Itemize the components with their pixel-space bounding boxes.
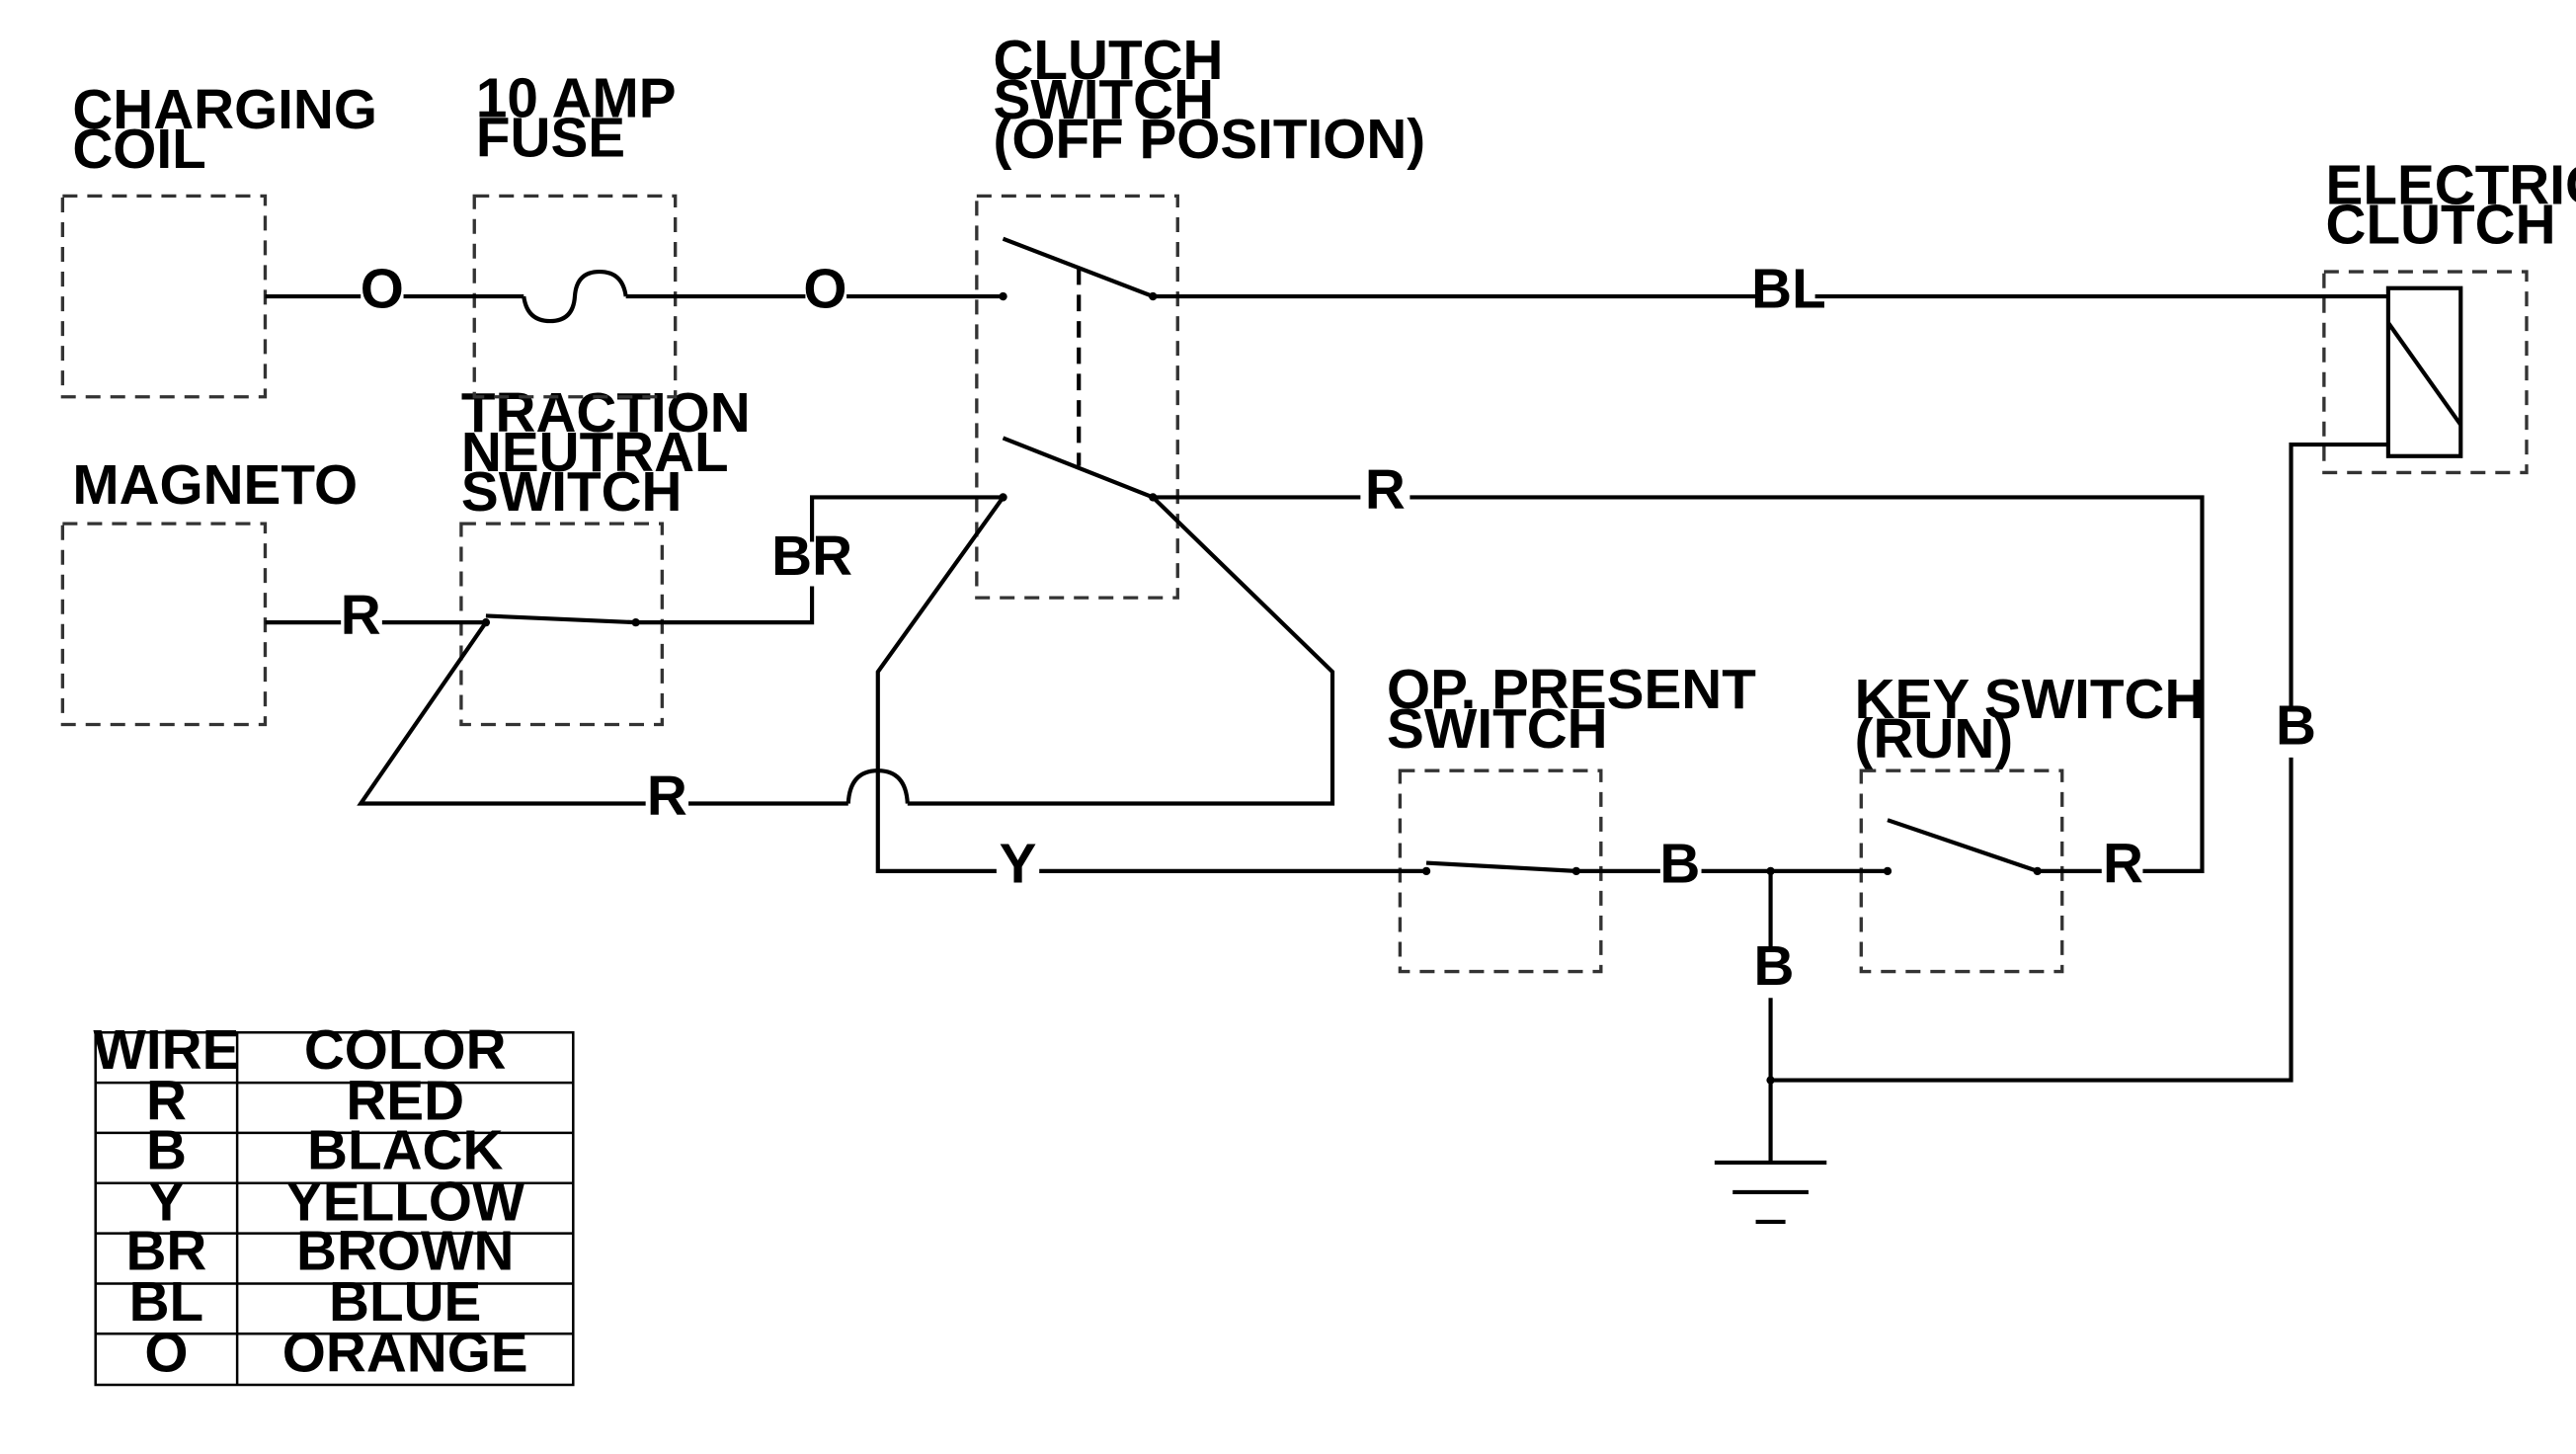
charging-coil-label: CHARGING COIL (72, 79, 377, 181)
wire-label-coil-fuse: O (361, 259, 404, 321)
svg-text:COIL: COIL (72, 119, 205, 181)
svg-text:KEY SWITCH: KEY SWITCH (1855, 669, 2206, 731)
key-switch-label: KEY SWITCH (RUN) (1855, 669, 2206, 770)
wire-label-electric-ground: B (2276, 695, 2316, 758)
wire-label-op-present-junction: B (1659, 834, 1700, 896)
wire-label-magneto-traction: R (341, 585, 381, 647)
wires (265, 236, 2463, 1225)
svg-text:FUSE: FUSE (476, 107, 625, 169)
wire-labels: O O BL R BR R R Y B B R B (341, 259, 2316, 998)
svg-text:TRACTION: TRACTION (461, 382, 751, 444)
svg-text:SWITCH: SWITCH (994, 69, 1215, 131)
wire-label-clutch-op-present: Y (1000, 834, 1037, 896)
legend-cell: BR (125, 1220, 206, 1282)
svg-text:SWITCH: SWITCH (461, 461, 683, 524)
legend-cell: O (144, 1323, 188, 1385)
legend-cell: R (146, 1071, 187, 1133)
svg-text:(OFF POSITION): (OFF POSITION) (994, 109, 1426, 171)
legend-cell: B (146, 1120, 187, 1182)
legend-cell: YELLOW (285, 1171, 525, 1233)
fuse-label: 10 AMP FUSE (476, 67, 677, 169)
svg-text:MAGNETO: MAGNETO (72, 454, 358, 517)
wire-label-clutch-key: R (1365, 459, 1406, 522)
terminal-dots (481, 291, 2042, 1085)
traction-neutral-switch-label: TRACTION NEUTRAL SWITCH (461, 382, 751, 524)
ground-icon (1714, 1160, 1827, 1225)
legend-cell: BLUE (329, 1271, 481, 1333)
legend-header-color: COLOR (304, 1019, 507, 1082)
wire-label-junction-ground: B (1753, 935, 1794, 998)
legend-cell: BROWN (296, 1220, 514, 1282)
legend-cell: BLACK (307, 1120, 503, 1182)
wire-label-clutch-electric: BL (1751, 259, 1826, 321)
charging-coil-box (60, 194, 268, 399)
svg-text:10 AMP: 10 AMP (476, 67, 677, 129)
svg-text:(RUN): (RUN) (1855, 708, 2014, 770)
wire-label-fuse-clutch: O (803, 259, 846, 321)
clutch-switch-label: CLUTCH SWITCH (OFF POSITION) (994, 30, 1426, 171)
magneto-box (60, 522, 268, 727)
wire-label-loop-bottom: R (647, 766, 687, 828)
legend-cell: ORANGE (282, 1323, 528, 1385)
svg-text:SWITCH: SWITCH (1387, 698, 1608, 761)
legend-header-wire: WIRE (93, 1019, 239, 1082)
magneto-label: MAGNETO (72, 454, 358, 517)
clutch-switch-box (975, 194, 1179, 600)
legend-cell: Y (148, 1171, 186, 1233)
legend-cell: BL (129, 1271, 204, 1333)
wire-label-traction-clutch: BR (771, 525, 852, 588)
svg-text:CHARGING: CHARGING (72, 79, 377, 141)
svg-text:NEUTRAL: NEUTRAL (461, 422, 729, 484)
svg-text:OP. PRESENT: OP. PRESENT (1387, 659, 1756, 721)
wire-color-legend: WIRE COLOR R RED B BLACK Y YELLOW BR BRO… (93, 1019, 575, 1387)
legend-cell: RED (346, 1071, 464, 1133)
svg-text:CLUTCH: CLUTCH (2326, 195, 2556, 257)
electric-clutch-coil (2385, 285, 2463, 458)
op-present-switch-label: OP. PRESENT SWITCH (1387, 659, 1756, 761)
svg-text:CLUTCH: CLUTCH (994, 30, 1224, 92)
electric-clutch-box (2322, 270, 2529, 475)
fuse-symbol (522, 269, 628, 324)
wire-label-key-return: R (2103, 834, 2143, 896)
